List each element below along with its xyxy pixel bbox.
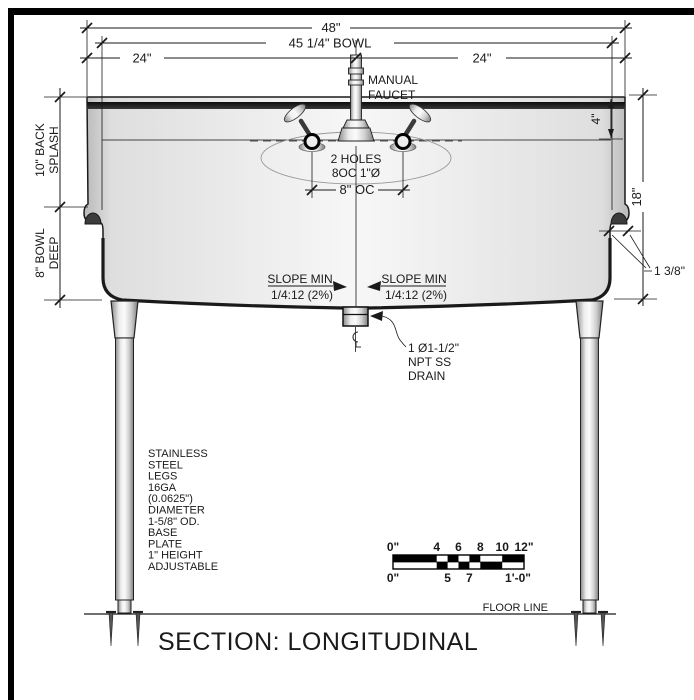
drain-fitting (342, 306, 369, 352)
handle-lever-left (283, 103, 307, 123)
scale-bottom-0: 0" (387, 571, 399, 585)
rolled-rim-right (610, 212, 628, 225)
slope-left-line2: 1/4:12 (2%) (271, 288, 333, 302)
dimension-18in: 18" (614, 88, 657, 306)
right-leg-tube (580, 337, 599, 601)
dimension-rim-roll: 1 3/8" (599, 225, 685, 278)
legs-note-line5: (0.0625") (148, 493, 193, 505)
drain-label-line1: 1 Ø1-1/2" (408, 341, 459, 355)
dimension-bowl-width: 45 1/4" BOWL (95, 36, 619, 210)
drawing-title: SECTION: LONGITUDINAL (158, 628, 478, 656)
drain-leader-arrow (370, 311, 383, 321)
slope-right-line2: 1/4:12 (2%) (385, 288, 447, 302)
holes-label-line1: 2 HOLES (331, 152, 382, 166)
dimension-24-left: 24" (80, 51, 362, 66)
dim-rim-roll: 1 3/8" (654, 264, 685, 278)
slope-right-line1: SLOPE MIN (381, 272, 446, 286)
slope-note-right: SLOPE MIN 1/4:12 (2%) (367, 272, 447, 302)
rolled-rim-left (84, 212, 102, 225)
holes-label-line2: 8OC 1"Ø (332, 166, 380, 180)
right-leg (575, 300, 604, 614)
faucet-handle-left (283, 103, 326, 152)
dim-backsplash-line2: SPLASH (47, 126, 61, 173)
left-leg (110, 300, 139, 614)
dimension-left-column: 10" BACK SPLASH 8" BOWL DEEP (33, 88, 102, 308)
left-leg-tube (115, 337, 134, 601)
scale-top-12: 12" (514, 540, 533, 554)
handle-lever-right (408, 103, 432, 123)
dim-overall-width: 48" (321, 20, 340, 35)
sheet-border-top (8, 8, 694, 15)
faucet (250, 54, 462, 185)
dim-left-half: 24" (132, 51, 151, 66)
left-leg-foot (117, 599, 132, 614)
dim-rim-band: 4" (589, 114, 603, 125)
legs-note-line4: 16GA (148, 482, 177, 494)
dim-backsplash-line1: 10" BACK (33, 123, 47, 177)
scale-bottom-5: 5 (444, 571, 451, 585)
scale-bottom-12: 1'-0" (505, 571, 531, 585)
legs-note-line2: STEEL (148, 459, 183, 471)
holes-label: 2 HOLES 8OC 1"Ø (331, 152, 382, 180)
dim-right-half: 24" (472, 51, 491, 66)
faucet-label-line2: FAUCET (368, 88, 416, 102)
legs-note-line8: BASE (148, 527, 177, 539)
legs-note: STAINLESS STEEL LEGS 16GA (0.0625") DIAM… (148, 448, 218, 573)
dim-hole-spacing: 8" OC (340, 182, 375, 197)
drain-leader-line (381, 315, 407, 348)
faucet-label: MANUAL FAUCET (368, 73, 418, 102)
faucet-hole-right (394, 133, 412, 150)
right-leg-socket (575, 300, 604, 339)
drain-label-line3: DRAIN (408, 369, 445, 383)
scale-bottom-7: 7 (466, 571, 473, 585)
legs-note-line1: STAINLESS (148, 448, 208, 460)
scale-top-8: 8 (477, 540, 484, 554)
scale-top-10: 10 (496, 540, 510, 554)
scale-top-0: 0" (387, 540, 399, 554)
legs-note-line6: DIAMETER (148, 505, 205, 517)
drain-callout: 1 Ø1-1/2" NPT SS DRAIN (370, 311, 459, 383)
legs-note-line11: ADJUSTABLE (148, 561, 218, 573)
slope-left-line1: SLOPE MIN (267, 272, 332, 286)
faucet-handle-right (389, 103, 432, 152)
centerline-symbol (352, 331, 359, 343)
right-leg-foot (582, 599, 597, 614)
faucet-escutcheon (337, 127, 375, 142)
left-leg-socket (110, 300, 139, 339)
scale-top-6: 6 (455, 540, 462, 554)
dim-overall-height: 18" (629, 187, 644, 206)
scale-top-4: 4 (433, 540, 440, 554)
dim-bowl-depth-line1: 8" BOWL (33, 228, 47, 278)
slope-arrow-left (333, 281, 347, 291)
floor-anchors (106, 610, 608, 647)
faucet-spout-pipe (350, 54, 362, 128)
legs-note-line10: 1" HEIGHT (148, 550, 203, 562)
legs-note-line7: 1-5/8" OD. (148, 516, 200, 528)
dimension-4in: 4" (589, 99, 623, 140)
dim-bowl-depth-line2: DEEP (47, 237, 61, 270)
legs-note-line3: LEGS (148, 471, 177, 483)
faucet-label-line1: MANUAL (368, 73, 418, 87)
faucet-hole-left (303, 133, 321, 150)
dim-bowl-width: 45 1/4" BOWL (289, 36, 372, 51)
drain-label-line2: NPT SS (408, 355, 451, 369)
legs-note-line9: PLATE (148, 538, 182, 550)
slope-arrow-right (367, 281, 381, 291)
scale-bar: 0" 4 6 8 10 12" 0" 5 7 1'-0" (387, 540, 534, 585)
sheet-border-left (8, 8, 14, 700)
dimension-24-right: 24" (356, 51, 632, 66)
dimension-8oc: 8" OC (305, 152, 410, 198)
slope-note-left: SLOPE MIN 1/4:12 (2%) (267, 272, 347, 302)
floor-line-label: FLOOR LINE (483, 602, 548, 614)
